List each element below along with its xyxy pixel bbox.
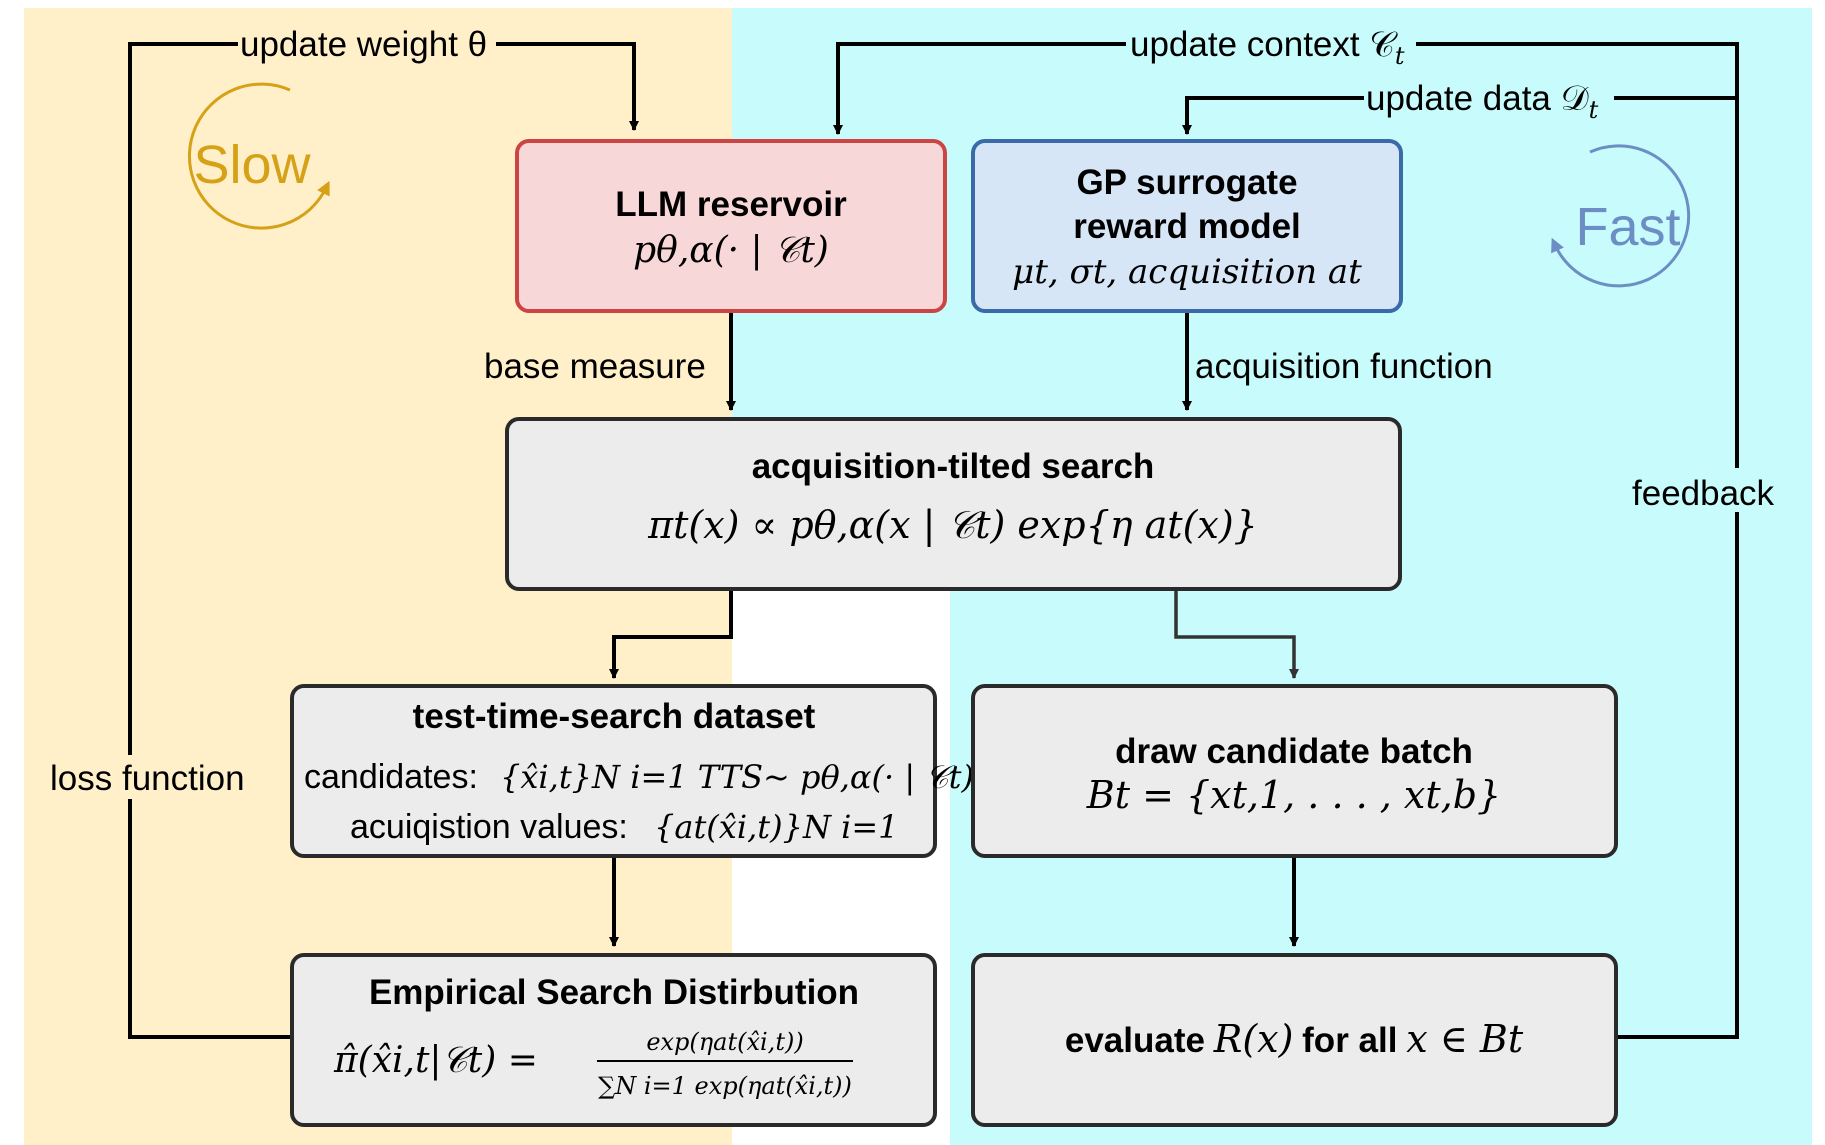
update-weight-text: update weight θ: [240, 25, 487, 64]
acquisition-function-label: acquisition function: [1195, 347, 1493, 386]
tilted-search-formula: πt(x) ∝ pθ,α(x | 𝒞t) exp{η at(x)}: [647, 503, 1258, 547]
slow-cycle-indicator: Slow: [188, 82, 330, 230]
gp-surrogate-title-line1: GP surrogate: [1076, 163, 1297, 202]
slow-cycle-icon: [188, 82, 330, 230]
evaluate-box: [971, 953, 1618, 1127]
tts-dataset-title: test-time-search dataset: [413, 697, 816, 736]
gp-surrogate-title-line2: reward model: [1073, 207, 1301, 246]
llm-reservoir-box: [515, 139, 947, 313]
llm-reservoir-node: LLM reservoir pθ,α(· | 𝒞t): [515, 139, 947, 313]
draw-batch-title: draw candidate batch: [1115, 732, 1473, 771]
empirical-distribution-title: Empirical Search Distirbution: [369, 973, 859, 1012]
tilted-search-title: acquisition-tilted search: [752, 447, 1155, 486]
loss-function-text: loss function: [50, 759, 245, 798]
update-context-label: update context 𝒞t: [1126, 24, 1416, 70]
fast-cycle-indicator: Fast: [1551, 144, 1691, 288]
tts-values-label: acuiqistion values:: [350, 808, 628, 846]
update-data-label: update data 𝒟t: [1364, 78, 1614, 124]
gp-surrogate-node: GP surrogate reward model μt, σt, acquis…: [971, 139, 1403, 313]
draw-batch-node: draw candidate batch Bt = {xt,1, . . . ,…: [971, 684, 1618, 858]
feedback-label: feedback: [1628, 468, 1782, 513]
tts-values-formula: {at(x̂i,t)}N i=1: [654, 808, 899, 846]
llm-reservoir-title: LLM reservoir: [615, 185, 847, 224]
update-context-edge: [833, 42, 1739, 1039]
tts-dataset-box: [290, 684, 937, 858]
tts-dataset-node: test-time-search dataset candidates: {x̂…: [290, 684, 974, 858]
llm-reservoir-formula: pθ,α(· | 𝒞t): [633, 230, 829, 271]
gp-surrogate-box: [971, 139, 1403, 313]
loss-function-label: loss function: [48, 755, 252, 799]
evaluate-node: evaluate R(x) for all x ∈ Bt: [971, 953, 1618, 1127]
update-weight-edge: [128, 42, 639, 1039]
fast-label: Fast: [1575, 197, 1680, 257]
slow-label: Slow: [193, 135, 311, 195]
update-context-text: update context 𝒞t: [1130, 25, 1405, 70]
empirical-distribution-box: [290, 953, 937, 1127]
search-to-batch-edge: [1174, 590, 1299, 679]
tilted-search-box: [505, 417, 1402, 591]
tilted-search-node: acquisition-tilted search πt(x) ∝ pθ,α(x…: [505, 417, 1402, 591]
feedback-text: feedback: [1632, 474, 1775, 513]
update-weight-label: update weight θ: [238, 24, 496, 64]
tts-candidates-label: candidates:: [304, 758, 478, 796]
evaluate-text: evaluate R(x) for all x ∈ Bt: [1065, 1017, 1524, 1061]
search-to-dataset-edge: [609, 590, 733, 679]
tts-candidates-formula: {x̂i,t}N i=1 TTS~ pθ,α(· | 𝒞t): [500, 758, 974, 796]
draw-batch-box: [971, 684, 1618, 858]
empirical-distribution-node: Empirical Search Distirbution π̂(x̂i,t|𝒞…: [290, 953, 937, 1127]
empirical-denominator: ∑N i=1 exp(ηat(x̂i,t)): [598, 1072, 852, 1100]
draw-batch-formula: Bt = {xt,1, . . . , xt,b}: [1086, 773, 1501, 817]
empirical-numerator: exp(ηat(x̂i,t)): [646, 1028, 803, 1056]
fast-cycle-icon: [1551, 144, 1691, 288]
update-data-text: update data 𝒟t: [1366, 79, 1599, 124]
gp-surrogate-formula: μt, σt, acquisition at: [1012, 252, 1362, 292]
empirical-lhs: π̂(x̂i,t|𝒞t) =: [333, 1040, 538, 1081]
base-measure-label: base measure: [484, 347, 706, 386]
